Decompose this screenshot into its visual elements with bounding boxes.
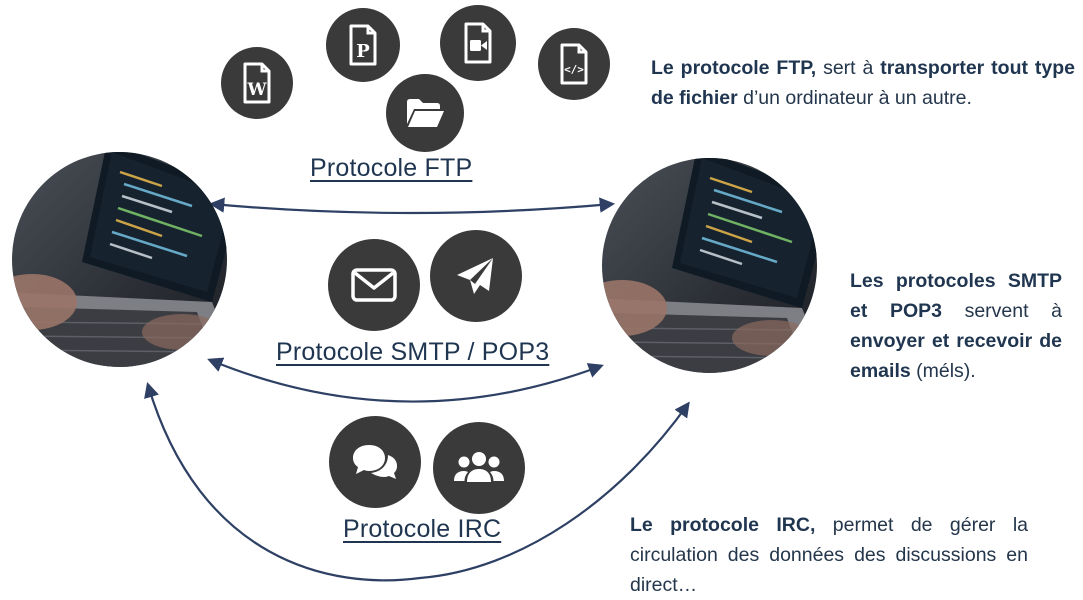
ppt-letter: P xyxy=(356,41,370,62)
ftp-description: Le protocole FTP, sert à transporter tou… xyxy=(651,53,1075,113)
smtp-desc-bold-2: envoyer et recevoir de emails xyxy=(850,330,1062,382)
chat-bubbles-icon xyxy=(329,416,421,508)
irc-desc-text-1: permet de gérer la circulation des donné… xyxy=(630,514,1028,596)
ftp-desc-text-1: sert à xyxy=(816,57,881,79)
ftp-desc-text-2: d’un ordinateur à un autre. xyxy=(737,87,972,109)
powerpoint-document-icon: P xyxy=(326,8,400,82)
send-paper-plane-icon xyxy=(430,230,522,322)
irc-protocol-label: Protocole IRC xyxy=(343,515,502,543)
right-computer-image xyxy=(602,158,817,373)
smtp-description: Les protocoles SMTP et POP3 servent à en… xyxy=(850,266,1062,386)
word-letter: W xyxy=(246,80,267,100)
video-file-icon xyxy=(440,5,516,81)
folder-icon xyxy=(386,74,464,152)
smtp-desc-text-1: servent à xyxy=(941,300,1062,322)
word-document-icon: W xyxy=(221,47,293,119)
irc-desc-bold-1: Le protocole IRC, xyxy=(630,514,816,536)
smtp-desc-bold-1: Les protocoles SMTP et POP3 xyxy=(850,270,1062,322)
irc-arrow xyxy=(144,382,690,582)
ftp-desc-bold-1: Le protocole FTP, xyxy=(651,57,817,79)
ftp-protocol-label: Protocole FTP xyxy=(310,154,473,182)
smtp-protocol-label: Protocole SMTP / POP3 xyxy=(276,338,550,366)
ftp-arrow xyxy=(208,197,616,215)
envelope-icon xyxy=(328,239,420,331)
user-group-icon xyxy=(433,422,525,514)
left-computer-image xyxy=(12,152,227,367)
code-file-icon: </> xyxy=(538,28,610,100)
ftp-desc-bold-2: transporter tout type de fichier xyxy=(651,57,1075,109)
code-symbol: </> xyxy=(564,63,584,76)
smtp-desc-text-2: (méls). xyxy=(910,360,976,382)
irc-description: Le protocole IRC, permet de gérer la cir… xyxy=(630,510,1028,600)
